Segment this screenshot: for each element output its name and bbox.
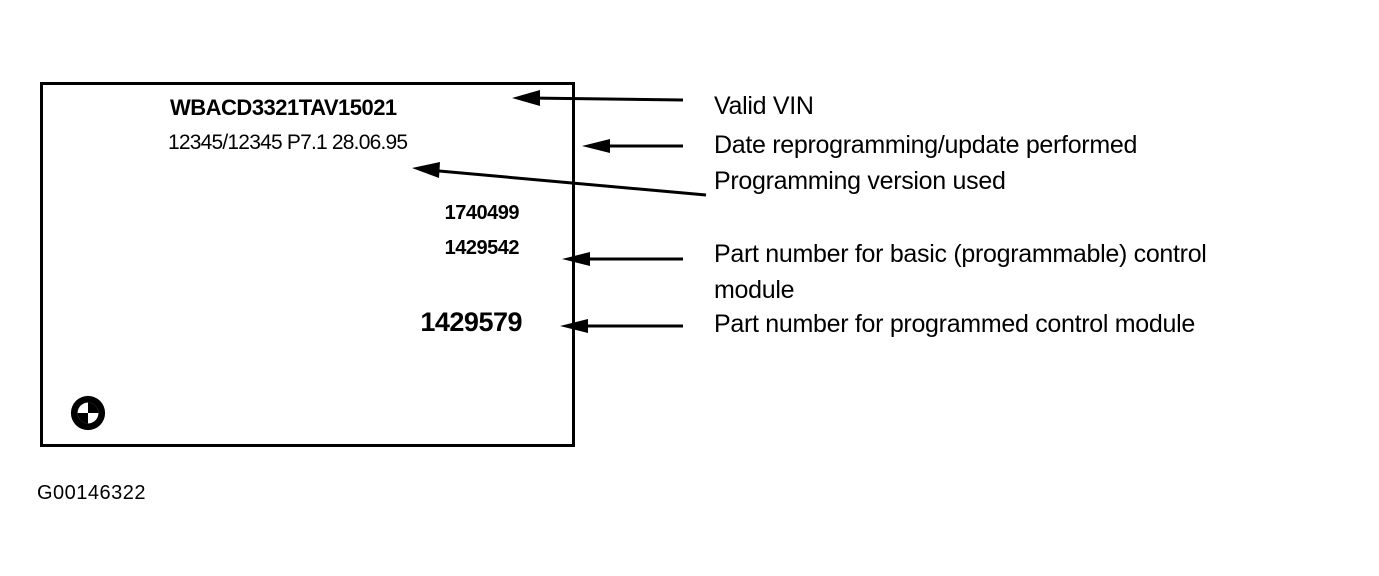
arrowhead-programmed xyxy=(560,319,588,333)
bmw-roundel-icon xyxy=(70,395,106,431)
arrowhead-version xyxy=(412,162,440,178)
callout-basic-part: Part number for basic (programmable) con… xyxy=(714,240,1207,304)
callout-valid-vin: Valid VIN xyxy=(714,92,814,120)
arrow-version xyxy=(427,168,707,197)
module-label: WBACD3321TAV15021 12345/12345 P7.1 28.06… xyxy=(40,82,575,447)
arrowhead-vin xyxy=(512,90,540,106)
part-number-1: 1740499 xyxy=(444,202,520,224)
callout-date: Date reprogramming/update performed xyxy=(714,131,1138,159)
callout-programmed-part: Part number for programmed control modul… xyxy=(714,310,1195,338)
arrow-vin xyxy=(527,96,684,102)
arrowhead-date xyxy=(582,139,610,153)
part-number-programmed: 1429579 xyxy=(420,307,522,337)
part-number-basic: 1429542 xyxy=(444,237,520,259)
callout-version: Programming version used xyxy=(714,167,1006,195)
figure-id: G00146322 xyxy=(37,482,147,504)
programming-line-text: 12345/12345 P7.1 28.06.95 xyxy=(168,131,408,154)
arrowhead-basic xyxy=(562,252,590,266)
vin-text: WBACD3321TAV15021 xyxy=(170,95,397,120)
